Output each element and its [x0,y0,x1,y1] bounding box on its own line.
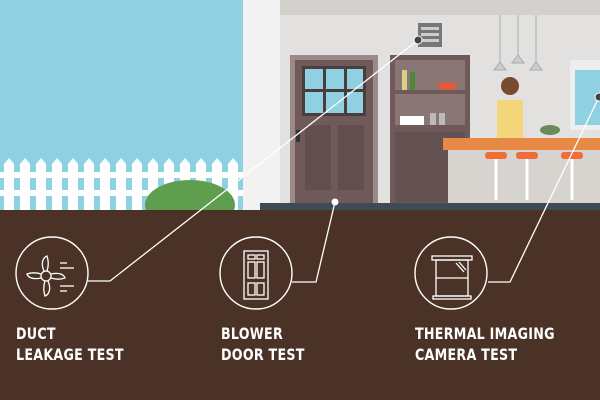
fence-picket [52,158,62,210]
kitchen-counter [443,125,600,205]
door-marker [331,198,339,206]
blower-test-circle [219,236,293,310]
fence-picket [84,158,94,210]
label-line: THERMAL IMAGING [415,324,555,343]
label-line: LEAKAGE TEST [16,345,124,364]
exterior-wall [243,0,280,210]
person [497,77,523,140]
label-line: CAMERA TEST [415,345,518,364]
callout-lines [88,39,600,283]
picket-fence [0,158,245,210]
duct-leakage-test-label: DUCT LEAKAGE TEST [16,323,124,365]
fence-picket [116,158,126,210]
label-line: DOOR TEST [221,345,305,364]
air-vent [418,23,442,47]
pendant-lights [493,15,543,71]
fan-icon [26,255,74,297]
door-icon [243,250,269,300]
fence-picket [68,158,78,210]
fence-picket [20,158,30,210]
window-icon [431,255,473,300]
floor [260,203,600,210]
blower-door-test-label: BLOWER DOOR TEST [221,323,305,365]
duct-test-circle [15,236,89,310]
thermal-imaging-test-label: THERMAL IMAGING CAMERA TEST [415,323,555,365]
front-door [290,55,378,205]
fence-picket [132,158,142,210]
soil-background [0,210,600,400]
fence-picket [100,158,110,210]
vent-marker [413,35,423,45]
thermal-test-circle [414,236,488,310]
fence-picket [36,158,46,210]
fence-picket [4,158,14,210]
window-marker [594,92,600,102]
label-line: BLOWER [221,324,283,343]
label-line: DUCT [16,324,56,343]
